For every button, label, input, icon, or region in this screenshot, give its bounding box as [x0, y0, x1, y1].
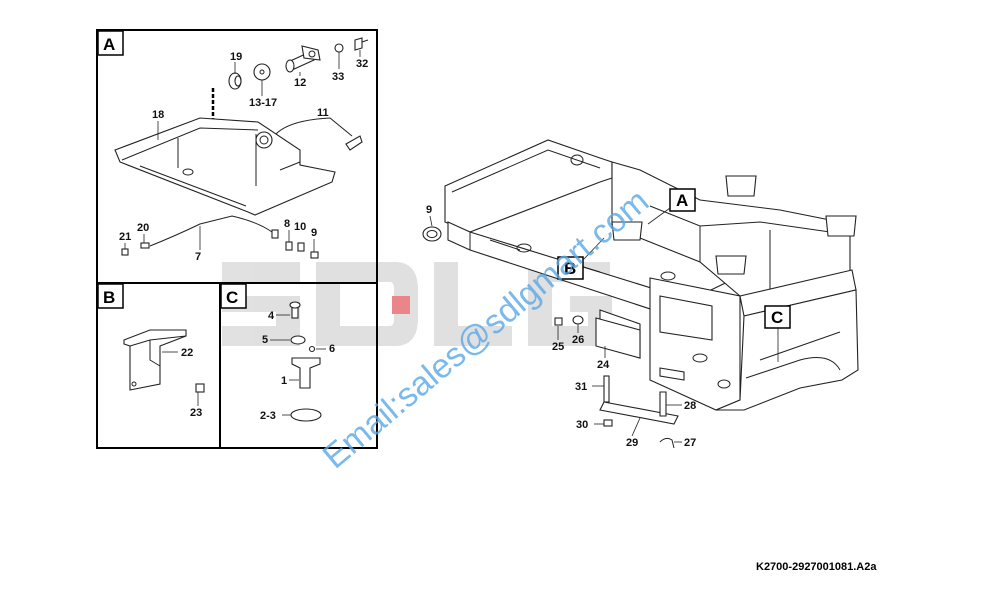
- svg-text:13-17: 13-17: [249, 97, 277, 109]
- svg-text:28: 28: [684, 400, 696, 412]
- panel-a-parts: [114, 37, 369, 259]
- svg-text:21: 21: [119, 231, 131, 243]
- svg-text:4: 4: [268, 310, 275, 322]
- svg-text:7: 7: [195, 251, 201, 263]
- svg-text:25: 25: [552, 341, 564, 353]
- svg-text:19: 19: [230, 51, 242, 63]
- panel-a-labels: 19 13-17 12 33 32 18 11 21 20 7 8 10 9: [119, 50, 368, 263]
- svg-text:26: 26: [572, 334, 584, 346]
- panel-c-labels: 4 5 6 1 2-3: [260, 310, 335, 422]
- svg-text:A: A: [103, 35, 115, 54]
- svg-text:C: C: [226, 288, 238, 307]
- drawing-code: K2700-2927001081.A2a: [756, 561, 877, 573]
- svg-text:A: A: [676, 191, 688, 210]
- svg-text:23: 23: [190, 407, 202, 419]
- svg-text:9: 9: [426, 204, 432, 216]
- panel-tag-c: C: [220, 283, 247, 309]
- panel-b-labels: 22 23: [162, 347, 202, 419]
- svg-text:2-3: 2-3: [260, 410, 276, 422]
- panel-c-parts: [289, 301, 322, 422]
- svg-text:5: 5: [262, 334, 268, 346]
- svg-text:29: 29: [626, 437, 638, 449]
- svg-text:C: C: [771, 308, 783, 327]
- svg-text:31: 31: [575, 381, 587, 393]
- svg-text:12: 12: [294, 77, 306, 89]
- svg-text:18: 18: [152, 109, 164, 121]
- main-frame-labels: 9 25 26 24 31 28 30 29 27: [426, 204, 696, 449]
- svg-text:30: 30: [576, 419, 588, 431]
- main-frame-drawing: [422, 139, 859, 449]
- callout-b: B: [557, 237, 605, 280]
- callout-a: A: [647, 188, 696, 225]
- svg-text:20: 20: [137, 222, 149, 234]
- svg-text:10: 10: [294, 221, 306, 233]
- svg-text:22: 22: [181, 347, 193, 359]
- panel-tag-a: A: [97, 30, 124, 56]
- panel-frames: [96, 29, 378, 449]
- svg-text:32: 32: [356, 58, 368, 70]
- svg-text:B: B: [103, 288, 115, 307]
- panel-b-parts: [123, 329, 205, 393]
- svg-text:27: 27: [684, 437, 696, 449]
- svg-text:B: B: [564, 259, 576, 278]
- svg-text:33: 33: [332, 71, 344, 83]
- svg-text:8: 8: [284, 218, 290, 230]
- svg-text:11: 11: [317, 107, 329, 119]
- svg-text:1: 1: [281, 375, 287, 387]
- svg-text:6: 6: [329, 343, 335, 355]
- panel-tag-b: B: [97, 283, 124, 309]
- svg-text:9: 9: [311, 227, 317, 239]
- callout-c: C: [764, 305, 791, 362]
- svg-text:24: 24: [597, 359, 610, 371]
